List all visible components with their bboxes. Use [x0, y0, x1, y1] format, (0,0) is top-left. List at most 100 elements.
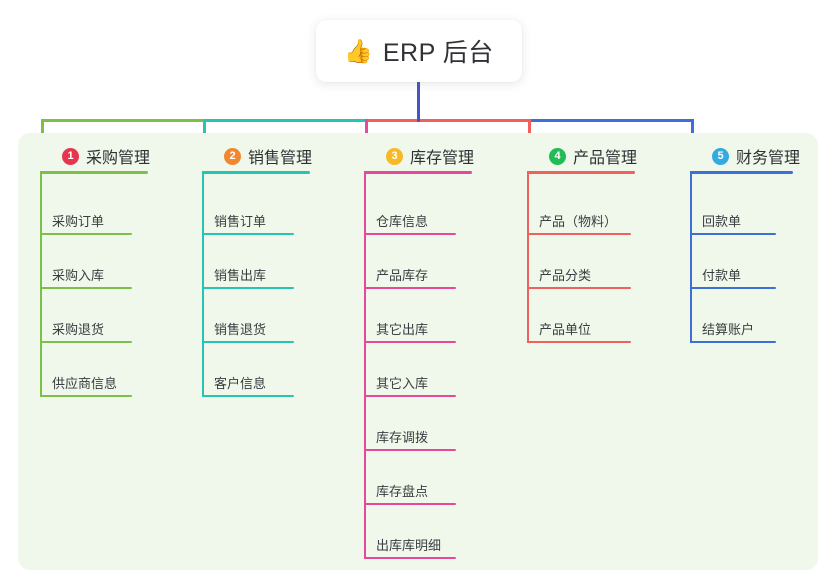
leaf-node-rule	[202, 395, 294, 397]
leaf-node[interactable]: 仓库信息	[364, 181, 456, 235]
leaf-node-rule	[202, 287, 294, 289]
branch-header-2[interactable]: 2 销售管理	[224, 144, 312, 168]
branch-header-3[interactable]: 3 库存管理	[386, 144, 474, 168]
leaf-node-label: 付款单	[702, 268, 742, 283]
branch-column-2: 2 销售管理销售订单销售出库销售退货客户信息	[202, 133, 352, 570]
branch-header-rule-3	[364, 171, 472, 174]
leaf-node-label: 采购订单	[52, 214, 105, 229]
leaf-node[interactable]: 其它入库	[364, 343, 456, 397]
leaf-node-label: 销售出库	[214, 268, 267, 283]
leaf-node-rule	[364, 503, 456, 505]
branch-badge-4: 4	[549, 147, 566, 165]
leaf-node[interactable]: 采购订单	[40, 181, 132, 235]
leaf-node-rule	[202, 341, 294, 343]
leaf-node-label: 库存盘点	[376, 484, 429, 499]
root-node-title: ERP 后台	[382, 39, 494, 67]
leaf-node-rule	[527, 287, 631, 289]
branch-spine-1	[40, 171, 42, 397]
leaf-node[interactable]: 产品单位	[527, 289, 631, 343]
leaf-node-label: 供应商信息	[52, 376, 118, 391]
leaf-node-label: 产品（物料）	[539, 214, 618, 229]
leaf-node-rule	[364, 395, 456, 397]
branch-header-1[interactable]: 1 采购管理	[62, 144, 150, 168]
leaf-node-label: 采购退货	[52, 322, 105, 337]
leaf-node-rule	[40, 287, 132, 289]
leaf-node[interactable]: 产品（物料）	[527, 181, 631, 235]
leaf-node-label: 仓库信息	[376, 214, 429, 229]
leaf-node-label: 其它入库	[376, 376, 429, 391]
leaf-node-label: 出库库明细	[376, 538, 442, 553]
leaf-node[interactable]: 供应商信息	[40, 343, 132, 397]
leaf-node-rule	[364, 341, 456, 343]
bus-segment-2	[203, 119, 368, 122]
leaf-node-label: 客户信息	[214, 376, 267, 391]
leaf-node[interactable]: 销售订单	[202, 181, 294, 235]
bus-segment-4	[528, 119, 694, 122]
branch-title-2: 销售管理	[248, 150, 313, 167]
leaf-node-rule	[40, 341, 132, 343]
branches-panel: 1 采购管理采购订单采购入库采购退货供应商信息 2 销售管理销售订单销售出库销售退货客…	[18, 133, 818, 570]
leaf-node[interactable]: 采购入库	[40, 235, 132, 289]
thumbs-up-icon: 👍	[344, 37, 373, 64]
bus-segment-3	[365, 119, 531, 122]
leaf-node-rule	[364, 233, 456, 235]
leaf-node-label: 产品分类	[539, 268, 592, 283]
branch-title-3: 库存管理	[410, 150, 475, 167]
branch-title-4: 产品管理	[573, 150, 638, 167]
branch-column-4: 4 产品管理产品（物料） 产品分类产品单位	[527, 133, 677, 570]
leaf-node[interactable]: 库存盘点	[364, 451, 456, 505]
bus-segment-1	[41, 119, 206, 122]
leaf-node-rule	[690, 341, 776, 343]
branch-badge-2: 2	[224, 147, 241, 165]
branch-title-5: 财务管理	[736, 150, 801, 167]
branch-header-4[interactable]: 4 产品管理	[549, 144, 637, 168]
leaf-node[interactable]: 出库库明细	[364, 505, 456, 559]
root-node[interactable]: 👍 ERP 后台	[316, 20, 522, 82]
branch-badge-3: 3	[386, 147, 403, 165]
leaf-node[interactable]: 采购退货	[40, 289, 132, 343]
leaf-node-rule	[364, 449, 456, 451]
leaf-node[interactable]: 其它出库	[364, 289, 456, 343]
leaf-node-rule	[40, 233, 132, 235]
leaf-node-rule	[364, 287, 456, 289]
leaf-node-rule	[527, 341, 631, 343]
branch-header-rule-1	[40, 171, 148, 174]
leaf-node-label: 回款单	[702, 214, 742, 229]
branch-column-5: 5 财务管理回款单付款单结算账户	[690, 133, 835, 570]
bus-trunk-joint	[417, 119, 420, 122]
leaf-node[interactable]: 客户信息	[202, 343, 294, 397]
leaf-node-rule	[690, 287, 776, 289]
leaf-node-label: 采购入库	[52, 268, 105, 283]
leaf-node[interactable]: 库存调拨	[364, 397, 456, 451]
leaf-node[interactable]: 回款单	[690, 181, 776, 235]
branch-badge-1: 1	[62, 147, 79, 165]
branch-spine-2	[202, 171, 204, 397]
leaf-node[interactable]: 结算账户	[690, 289, 776, 343]
leaf-node[interactable]: 付款单	[690, 235, 776, 289]
leaf-node-label: 结算账户	[702, 322, 755, 337]
leaf-node-rule	[202, 233, 294, 235]
leaf-node[interactable]: 销售出库	[202, 235, 294, 289]
leaf-node-label: 销售退货	[214, 322, 267, 337]
leaf-node[interactable]: 销售退货	[202, 289, 294, 343]
branch-spine-3	[364, 171, 366, 559]
branch-column-3: 3 库存管理仓库信息产品库存其它出库其它入库库存调拨库存盘点出库库明细	[364, 133, 514, 570]
trunk-connector	[417, 82, 420, 122]
branch-header-rule-4	[527, 171, 635, 174]
branch-spine-5	[690, 171, 692, 343]
branch-header-rule-2	[202, 171, 310, 174]
leaf-node-rule	[40, 395, 132, 397]
leaf-node[interactable]: 产品分类	[527, 235, 631, 289]
branch-title-1: 采购管理	[86, 150, 151, 167]
leaf-node-label: 其它出库	[376, 322, 429, 337]
branch-header-5[interactable]: 5 财务管理	[712, 144, 800, 168]
branch-spine-4	[527, 171, 529, 343]
leaf-node-label: 销售订单	[214, 214, 267, 229]
branch-badge-5: 5	[712, 147, 729, 165]
branch-column-1: 1 采购管理采购订单采购入库采购退货供应商信息	[40, 133, 190, 570]
leaf-node-rule	[364, 557, 456, 559]
leaf-node[interactable]: 产品库存	[364, 235, 456, 289]
leaf-node-rule	[690, 233, 776, 235]
leaf-node-label: 库存调拨	[376, 430, 429, 445]
